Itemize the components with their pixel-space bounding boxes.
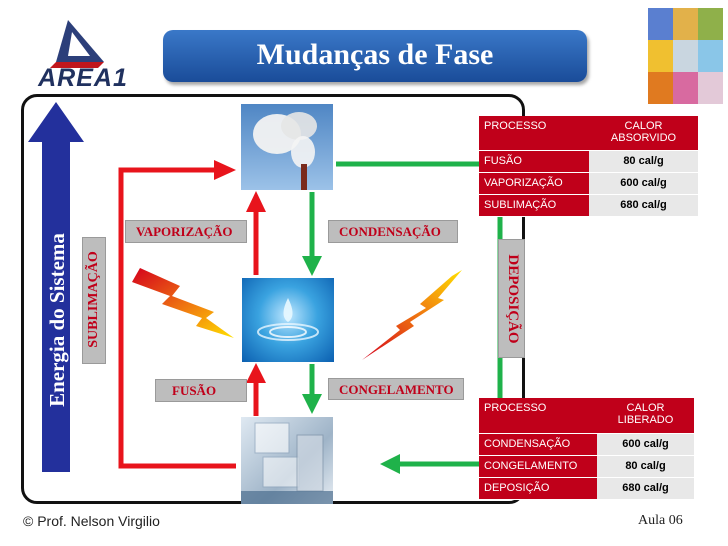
cold-lightning-right-icon [362,270,462,360]
condensation-arrow [302,192,322,276]
table-cell-value: 80 cal/g [589,150,698,173]
deposition-label: DEPOSIÇÃO [505,254,521,344]
footer-author: © Prof. Nelson Virgilio [23,513,160,529]
title-banner: Mudanças de Fase [163,30,587,82]
deposition-arrow [336,161,503,474]
logo-triangle-icon [50,20,104,68]
fusion-arrow [246,363,266,416]
table-cell-value: 680 cal/g [597,477,694,500]
vapor-steam-image [241,104,333,190]
table-cell-value: 600 cal/g [589,172,698,195]
table-cell-process: DEPOSIÇÃO [479,477,597,500]
table-cell-value: 80 cal/g [597,455,694,478]
heat-released-table: PROCESSO CALOR LIBERADO CONDENSAÇÃO 600 … [479,398,694,500]
table-row: DEPOSIÇÃO 680 cal/g [479,477,694,500]
energy-arrow-icon [28,102,84,472]
table-row: SUBLIMAÇÃO 680 cal/g [479,194,698,217]
freezing-label: CONGELAMENTO [328,378,464,400]
deposition-label-box [498,239,525,358]
table-header-process: PROCESSO [479,116,589,151]
page-title: Mudanças de Fase [256,38,494,71]
sublimation-arrow [118,160,236,469]
table-cell-process: FUSÃO [479,150,589,173]
table-header-heat: CALOR LIBERADO [597,398,694,434]
table-header-heat: CALOR ABSORVIDO [589,116,698,151]
table-header-row: PROCESSO CALOR ABSORVIDO [479,116,698,151]
heat-lightning-left-icon [132,268,234,338]
table-row: VAPORIZAÇÃO 600 cal/g [479,172,698,195]
table-cell-process: CONGELAMENTO [479,455,597,478]
heat-absorbed-table: PROCESSO CALOR ABSORVIDO FUSÃO 80 cal/g … [479,116,698,217]
table-cell-process: SUBLIMAÇÃO [479,194,589,217]
table-cell-process: VAPORIZAÇÃO [479,172,589,195]
fusion-label: FUSÃO [155,379,247,402]
table-row: FUSÃO 80 cal/g [479,150,698,173]
freezing-arrow [302,364,322,414]
sublimation-label-box [82,237,106,364]
table-cell-value: 600 cal/g [597,433,694,456]
vaporization-label: VAPORIZAÇÃO [125,220,247,243]
table-cell-value: 680 cal/g [589,194,698,217]
table-header-row: PROCESSO CALOR LIBERADO [479,398,694,434]
photo-mosaic [648,8,723,104]
condensation-label: CONDENSAÇÃO [328,220,458,243]
table-row: CONGELAMENTO 80 cal/g [479,455,694,478]
liquid-water-image [242,278,334,362]
vaporization-arrow [246,191,266,275]
table-header-process: PROCESSO [479,398,597,434]
ice-cubes-image [241,417,333,504]
logo-text: AREA1 [38,64,128,92]
sublimation-label: SUBLIMAÇÃO [86,251,101,348]
table-cell-process: CONDENSAÇÃO [479,433,597,456]
footer-lesson: Aula 06 [638,513,683,528]
table-row: CONDENSAÇÃO 600 cal/g [479,433,694,456]
area1-logo: AREA1 [28,14,138,94]
